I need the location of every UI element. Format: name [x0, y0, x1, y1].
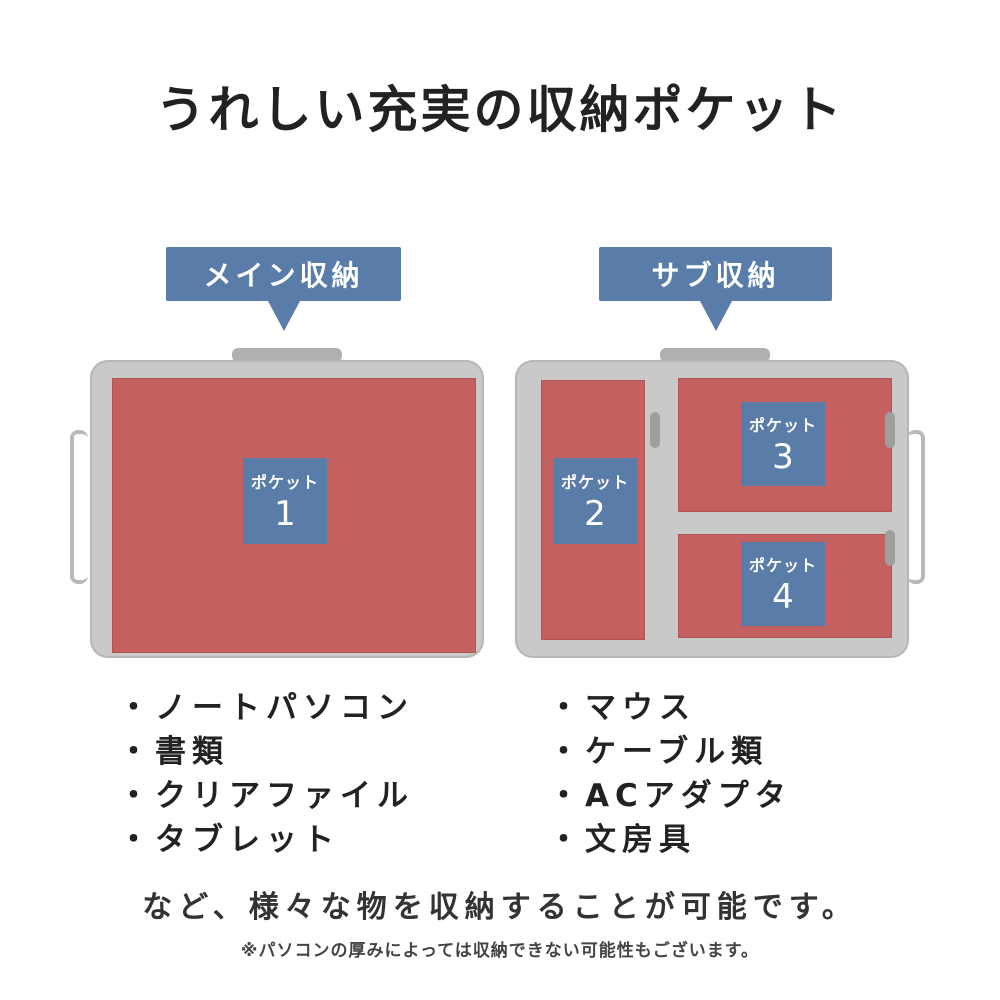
page-title: うれしい充実の収納ポケット	[155, 81, 845, 139]
bag-zipper	[660, 348, 770, 362]
pocket-number: 4	[772, 577, 794, 617]
main-storage-label: メイン収納	[203, 259, 364, 292]
list-item: ・ケーブル類	[548, 734, 769, 770]
pocket-word: ポケット	[748, 556, 817, 575]
bag-zipper	[232, 348, 342, 362]
zipper-pull	[650, 412, 660, 448]
main-bag-illustration: ポケット 1	[62, 342, 502, 658]
bag-handle	[907, 430, 925, 584]
pocket-word: ポケット	[250, 473, 319, 492]
list-item: ・ACアダプタ	[548, 778, 792, 814]
pocket-number: 1	[274, 494, 296, 534]
list-item: ・クリアファイル	[118, 778, 414, 814]
sub-bag-illustration: ポケット 2 ポケット 3 ポケット 4	[505, 342, 935, 658]
sub-storage-label: サブ収納	[651, 259, 780, 292]
pocket-word: ポケット	[560, 473, 629, 492]
list-item: ・書類	[118, 734, 229, 770]
sub-storage-items: ・マウス ・ケーブル類 ・ACアダプタ ・文房具	[548, 686, 792, 862]
list-item: ・マウス	[548, 690, 696, 726]
pocket-1-label: ポケット 1	[243, 458, 327, 544]
zipper-pull	[885, 412, 895, 448]
pocket-word: ポケット	[748, 416, 817, 435]
pocket-2-label: ポケット 2	[553, 458, 637, 544]
callout-pointer	[267, 301, 300, 331]
pocket-number: 2	[584, 494, 606, 534]
list-item: ・タブレット	[118, 822, 340, 858]
zipper-pull	[885, 530, 895, 566]
sub-storage-callout: サブ収納	[599, 247, 832, 331]
pocket-number: 3	[772, 437, 794, 477]
footnote: ※パソコンの厚みによっては収納できない可能性もございます。	[240, 941, 760, 961]
list-item: ・文房具	[548, 822, 696, 858]
pocket-4-label: ポケット 4	[741, 542, 825, 626]
list-item: ・ノートパソコン	[118, 690, 414, 726]
summary-text: など、様々な物を収納することが可能です。	[142, 890, 858, 925]
callout-pointer	[699, 301, 732, 331]
pocket-3-label: ポケット 3	[741, 402, 825, 486]
main-storage-items: ・ノートパソコン ・書類 ・クリアファイル ・タブレット	[118, 686, 414, 862]
bag-handle	[70, 430, 88, 584]
main-storage-callout: メイン収納	[166, 247, 401, 331]
